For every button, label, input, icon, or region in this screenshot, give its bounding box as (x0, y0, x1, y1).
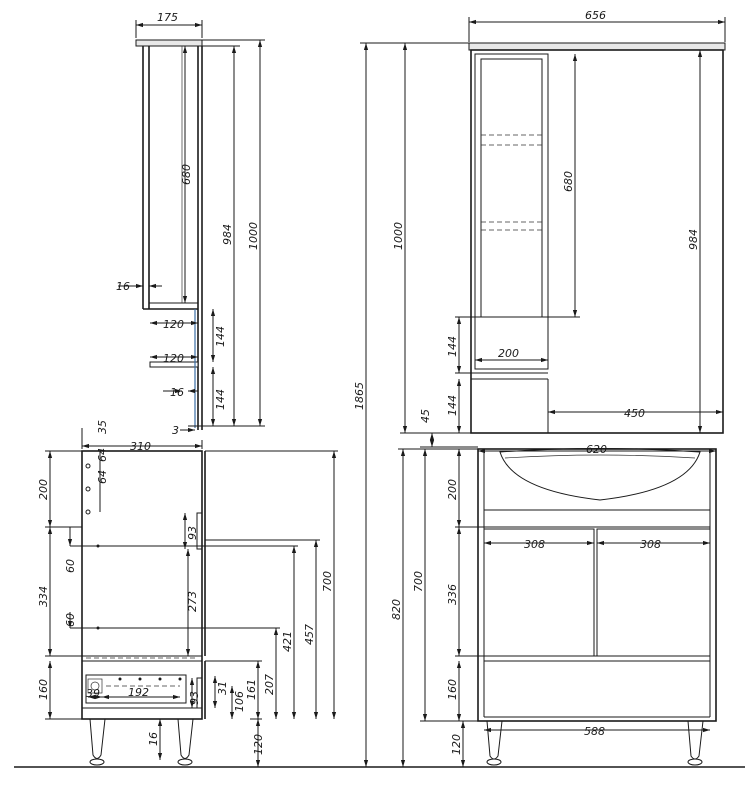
side-cabinet-dim-457-label: 457 (303, 624, 316, 645)
front-cabinet-leg-height-label: 120 (450, 734, 463, 755)
front-mirror-lower-section-label: 144 (446, 336, 459, 357)
overall-height-label: 1865 (353, 382, 366, 410)
side-cabinet-top-section-label: 200 (37, 479, 50, 500)
side-cabinet-dim-106-label: 106 (233, 691, 246, 712)
front-mirror-bottom-section-label: 144 (446, 395, 459, 416)
side-mirror-bottom-gap-label: 144 (214, 389, 227, 410)
side-cabinet-view (81, 450, 206, 766)
front-mirror-inner-height-label: 984 (687, 229, 700, 250)
side-cabinet-dimensions: 310 35 64 64 200 334 60 60 160 93 273 70… (37, 420, 338, 767)
side-mirror-view (135, 39, 203, 430)
side-cabinet-dim-161-label: 161 (245, 679, 258, 700)
front-mirror-dimensions: 656 680 984 1000 144 200 144 450 (392, 9, 726, 434)
side-mirror-dimensions: 175 680 984 1000 16 120 144 120 16 144 3 (116, 11, 265, 437)
overall-gap-label: 45 (419, 409, 432, 423)
front-cabinet-top-section-label: 200 (446, 479, 459, 500)
front-cabinet-total-height-label: 820 (390, 599, 403, 620)
front-cabinet-door-height-label: 336 (446, 584, 459, 605)
front-cabinet-dimensions: 620 200 308 308 820 700 336 160 120 588 (390, 443, 716, 768)
side-mirror-wall-label: 16 (116, 280, 130, 293)
side-cabinet-hole-offset-1-label: 60 (64, 559, 77, 573)
side-mirror-edge-label: 3 (172, 424, 179, 437)
side-cabinet-drawer-inner-2-label: 192 (128, 686, 149, 699)
front-cabinet-drawer-height-label: 160 (446, 679, 459, 700)
side-cabinet-handle-height-1-label: 93 (186, 526, 199, 540)
side-cabinet-dim-31-label: 31 (216, 681, 229, 695)
side-cabinet-dim-207-label: 207 (263, 674, 276, 695)
front-cabinet-door-width-left-label: 308 (524, 538, 545, 551)
side-cabinet-hole-spacing-2-label: 64 (96, 470, 109, 484)
side-cabinet-hole-spacing-1-label: 64 (96, 448, 109, 462)
side-cabinet-depth-label: 310 (130, 440, 151, 453)
side-cabinet-middle-section-label: 334 (37, 586, 50, 607)
side-cabinet-handle-height-2-label: 93 (188, 691, 201, 705)
side-mirror-shelf-thickness-label: 16 (170, 386, 184, 399)
front-mirror-mirror-width-label: 450 (624, 407, 645, 420)
side-cabinet-drawer-inner-1-label: 39 (86, 687, 100, 700)
side-mirror-depth-label: 175 (157, 11, 178, 24)
front-mirror-shelf-width-label: 200 (498, 347, 519, 360)
side-mirror-shelf-depth2-label: 120 (163, 352, 184, 365)
front-mirror-width-label: 656 (585, 9, 606, 22)
side-cabinet-body-height-label: 700 (321, 571, 334, 592)
front-cabinet-base-width-label: 588 (584, 725, 605, 738)
side-mirror-shelf-depth1-label: 120 (163, 318, 184, 331)
side-mirror-shelf-height-label: 680 (180, 164, 193, 185)
front-mirror-shelf-height-label: 680 (562, 171, 575, 192)
side-cabinet-leg-offset-label: 16 (147, 732, 160, 746)
front-cabinet-door-width-right-label: 308 (640, 538, 661, 551)
front-cabinet-view (477, 448, 717, 766)
side-cabinet-hole-offset-2-label: 60 (64, 613, 77, 627)
side-mirror-total-height-label: 1000 (247, 222, 260, 250)
front-mirror-view (468, 42, 726, 434)
side-cabinet-shelf-height-label: 273 (186, 591, 199, 612)
side-mirror-inner-height-label: 984 (221, 224, 234, 245)
front-mirror-total-height-label: 1000 (392, 222, 405, 250)
side-cabinet-drawer-section-label: 160 (37, 679, 50, 700)
side-cabinet-top-offset-label: 35 (96, 420, 109, 434)
side-mirror-lower-gap-label: 144 (214, 326, 227, 347)
side-cabinet-leg-height-label: 120 (252, 734, 265, 755)
front-cabinet-body-height-label: 700 (412, 571, 425, 592)
side-cabinet-dim-421-label: 421 (281, 631, 294, 652)
overall-dimensions: 1865 45 (353, 42, 478, 767)
front-cabinet-width-label: 620 (586, 443, 607, 456)
